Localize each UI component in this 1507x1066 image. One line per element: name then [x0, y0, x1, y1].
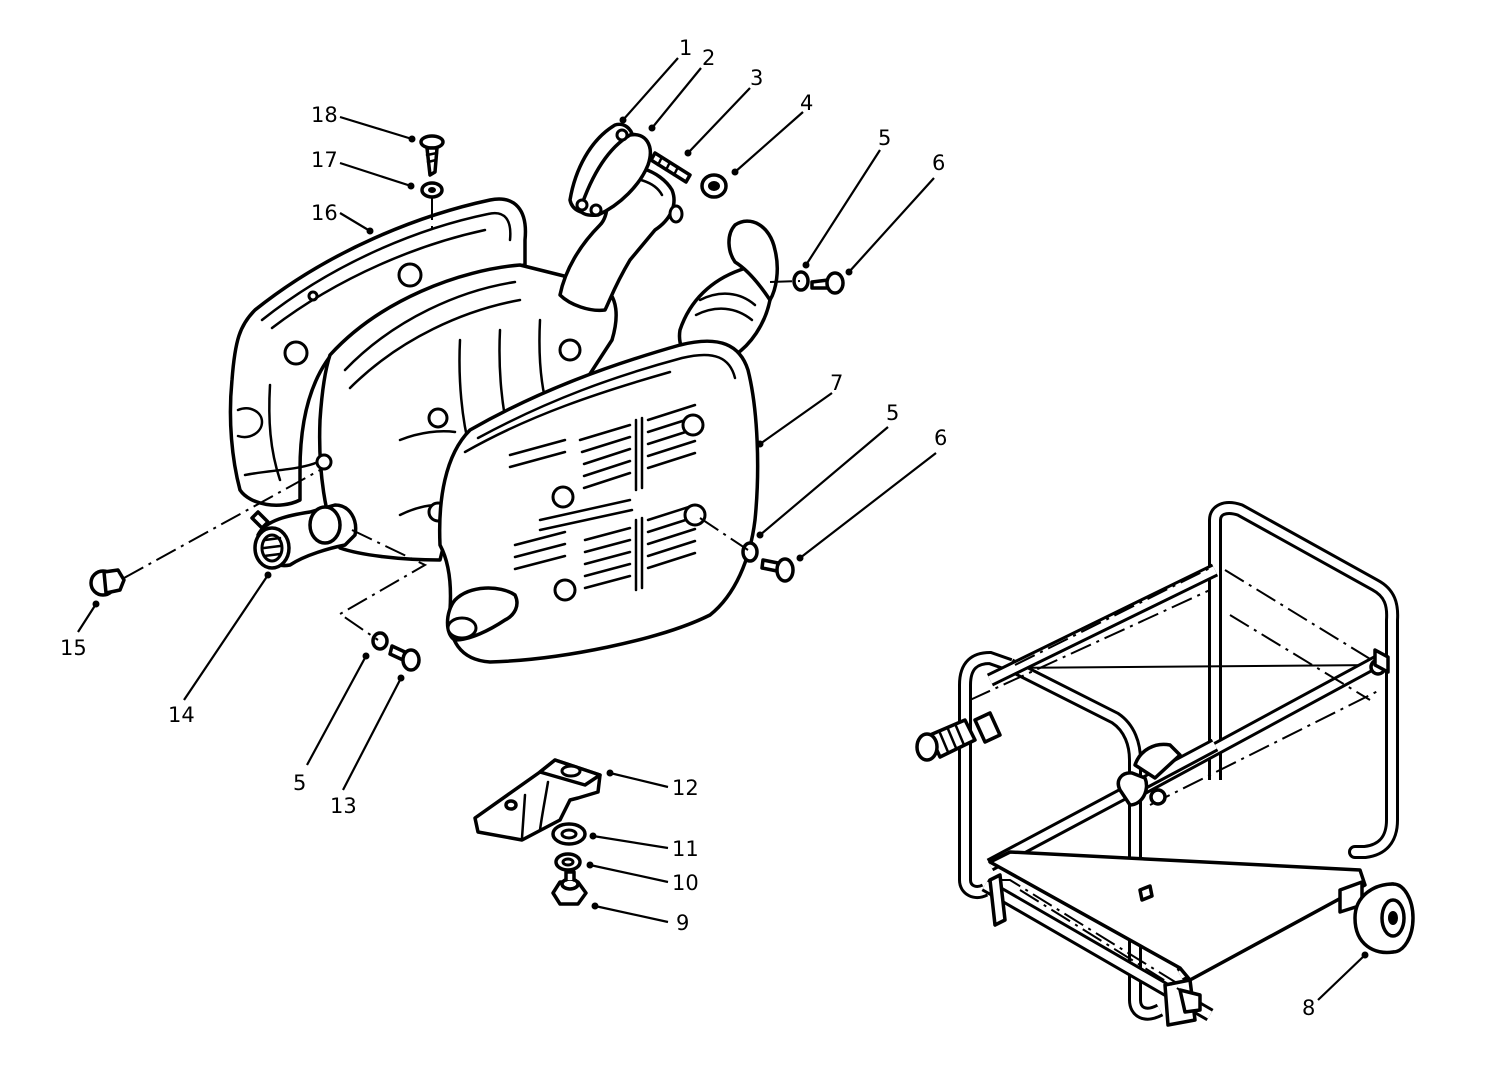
flange-nut [700, 173, 728, 199]
callout-8: 8 [1302, 996, 1315, 1020]
callout-12: 12 [672, 776, 699, 800]
callout-5-upper: 5 [878, 126, 891, 150]
washer-bolt-lower [699, 517, 795, 583]
callout-3: 3 [750, 66, 763, 90]
callout-16: 16 [311, 201, 338, 225]
callout-labels: 1 2 3 4 5 6 7 5 6 18 17 16 15 14 5 13 12… [60, 36, 1315, 1020]
callout-6-middle: 6 [934, 426, 947, 450]
exhaust-flange-gasket [568, 122, 652, 217]
callout-14: 14 [168, 703, 195, 727]
callout-5-middle: 5 [886, 401, 899, 425]
callout-7: 7 [830, 371, 843, 395]
hex-nut [551, 870, 588, 906]
spark-arrestor [250, 503, 358, 570]
plug [89, 469, 321, 597]
muffler-assembly [437, 164, 779, 664]
callout-9: 9 [676, 911, 689, 935]
callout-15: 15 [60, 636, 87, 660]
generator-frame [915, 501, 1415, 1027]
handle-grip [915, 711, 1002, 762]
callout-5-lower: 5 [293, 771, 306, 795]
callout-2: 2 [702, 46, 715, 70]
cover-screw-washer [419, 134, 445, 230]
callout-18: 18 [311, 103, 338, 127]
stud-bolt [649, 151, 692, 184]
callout-6-upper: 6 [932, 151, 945, 175]
callout-4: 4 [800, 91, 813, 115]
callout-17: 17 [311, 148, 338, 172]
flat-washer [551, 822, 587, 846]
callout-10: 10 [672, 871, 699, 895]
callout-1: 1 [679, 36, 692, 60]
lock-washer [554, 852, 582, 872]
callout-11: 11 [672, 837, 699, 861]
washer-bolt-upper [769, 270, 845, 295]
callout-13: 13 [330, 794, 357, 818]
wheel [1353, 882, 1415, 955]
muffler-grille [508, 403, 707, 602]
washer-screw-outlet [338, 529, 428, 672]
leader-lines [77, 57, 1369, 1001]
muffler-bracket [473, 758, 602, 842]
